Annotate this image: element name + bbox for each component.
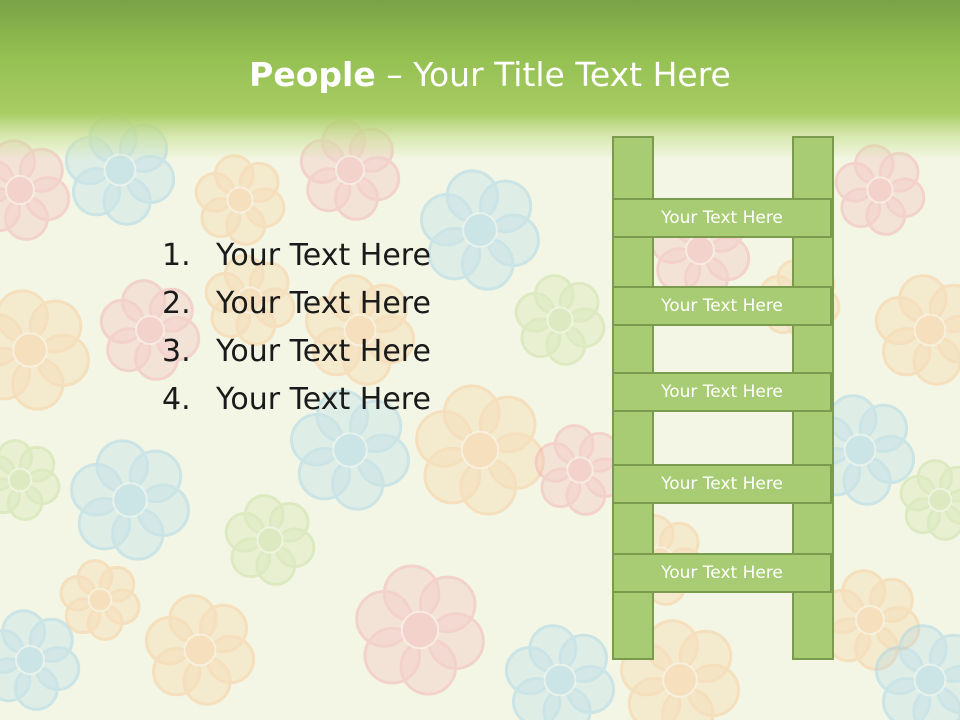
flower-decoration	[0, 289, 90, 411]
list-item-text: Your Text Here	[216, 334, 431, 369]
flower-decoration	[290, 389, 410, 511]
numbered-list[interactable]: 1. Your Text Here 2. Your Text Here 3. Your…	[162, 232, 431, 424]
list-item: 3. Your Text Here	[162, 328, 431, 376]
flower-decoration	[204, 254, 296, 346]
flower-decoration	[415, 384, 545, 516]
flower-decoration	[355, 564, 485, 696]
flower-decoration	[534, 424, 626, 516]
list-item: 4. Your Text Here	[162, 376, 431, 424]
flower-decoration	[514, 274, 606, 366]
list-item-text: Your Text Here	[216, 238, 431, 273]
ladder-rung-4[interactable]: Your Text Here	[612, 464, 832, 504]
list-item-text: Your Text Here	[216, 286, 431, 321]
ladder-rung-1[interactable]: Your Text Here	[612, 198, 832, 238]
slide-title[interactable]: People – Your Title Text Here	[0, 52, 960, 98]
flower-decoration	[59, 559, 141, 641]
list-item-number: 1.	[162, 238, 191, 273]
flower-decoration	[899, 459, 960, 541]
flower-decoration	[304, 274, 416, 386]
flower-decoration	[0, 609, 81, 711]
title-rest: – Your Title Text Here	[375, 55, 731, 94]
flower-decoration	[224, 494, 316, 586]
flower-decoration	[874, 274, 960, 386]
flower-decoration	[99, 279, 201, 381]
list-item-number: 2.	[162, 286, 191, 321]
flower-decoration	[70, 439, 190, 561]
flower-decoration	[420, 169, 540, 291]
flower-decoration	[0, 439, 61, 521]
flower-decoration	[144, 594, 256, 706]
list-item-number: 3.	[162, 334, 191, 369]
list-item-text: Your Text Here	[216, 382, 431, 417]
flower-decoration	[874, 624, 960, 720]
list-item: 2. Your Text Here	[162, 280, 431, 328]
flower-decoration	[64, 114, 176, 226]
list-item: 1. Your Text Here	[162, 232, 431, 280]
title-bar	[0, 0, 960, 160]
ladder-rung-5[interactable]: Your Text Here	[612, 553, 832, 593]
flower-decoration	[504, 624, 616, 720]
list-item-number: 4.	[162, 382, 191, 417]
ladder-rung-2[interactable]: Your Text Here	[612, 286, 832, 326]
flower-decoration	[194, 154, 286, 246]
title-bold-word: People	[249, 55, 376, 94]
ladder-rung-3[interactable]: Your Text Here	[612, 372, 832, 412]
